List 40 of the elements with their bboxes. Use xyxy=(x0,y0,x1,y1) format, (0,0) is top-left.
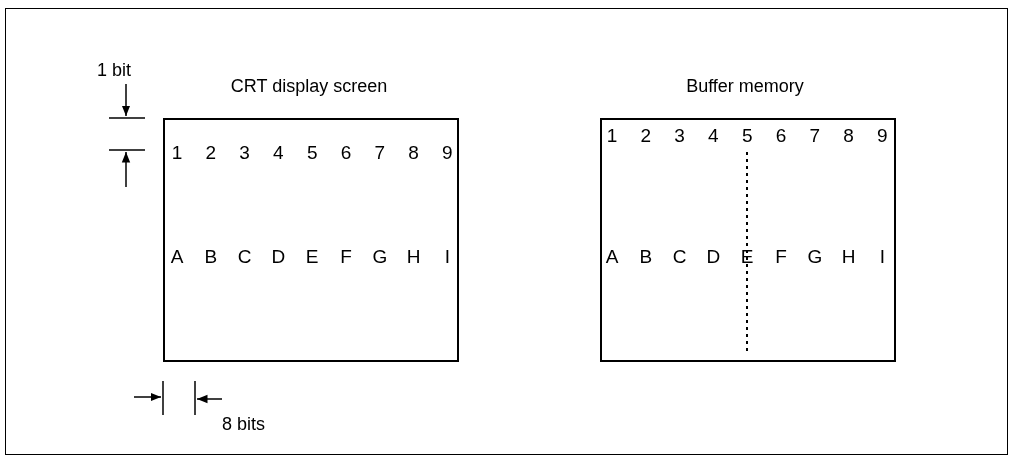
character: A xyxy=(605,247,619,267)
character: F xyxy=(775,247,787,267)
column-number: 4 xyxy=(708,126,719,146)
character: I xyxy=(879,247,886,267)
column-number: 7 xyxy=(374,143,386,163)
column-number: 2 xyxy=(205,143,217,163)
character: C xyxy=(672,247,687,267)
character: H xyxy=(406,247,421,267)
column-number: 4 xyxy=(273,143,284,163)
character: H xyxy=(841,247,856,267)
dimension-label: 1 bit xyxy=(97,60,132,81)
column-number: 9 xyxy=(877,126,888,146)
character: B xyxy=(204,247,218,267)
character: D xyxy=(706,247,721,267)
character: G xyxy=(372,247,388,267)
character: I xyxy=(444,247,451,267)
column-number: 3 xyxy=(674,126,685,146)
column-number: 5 xyxy=(306,143,318,163)
column-number: 8 xyxy=(843,126,854,146)
column-number: 1 xyxy=(171,143,183,163)
heading: CRT display screen xyxy=(230,76,388,97)
column-number: 7 xyxy=(809,126,821,146)
character: E xyxy=(740,247,754,267)
character: F xyxy=(340,247,352,267)
character: G xyxy=(807,247,823,267)
column-number: 9 xyxy=(442,143,453,163)
dimension-label: 8 bits xyxy=(222,414,266,435)
heading: Buffer memory xyxy=(686,76,804,97)
character: C xyxy=(237,247,252,267)
column-number: 2 xyxy=(640,126,652,146)
character: B xyxy=(639,247,653,267)
character: A xyxy=(170,247,184,267)
column-number: 6 xyxy=(340,143,352,163)
column-number: 3 xyxy=(239,143,250,163)
column-number: 1 xyxy=(606,126,618,146)
column-number: 6 xyxy=(775,126,787,146)
character: E xyxy=(305,247,319,267)
column-number: 5 xyxy=(741,126,753,146)
character: D xyxy=(271,247,286,267)
column-number: 8 xyxy=(408,143,419,163)
